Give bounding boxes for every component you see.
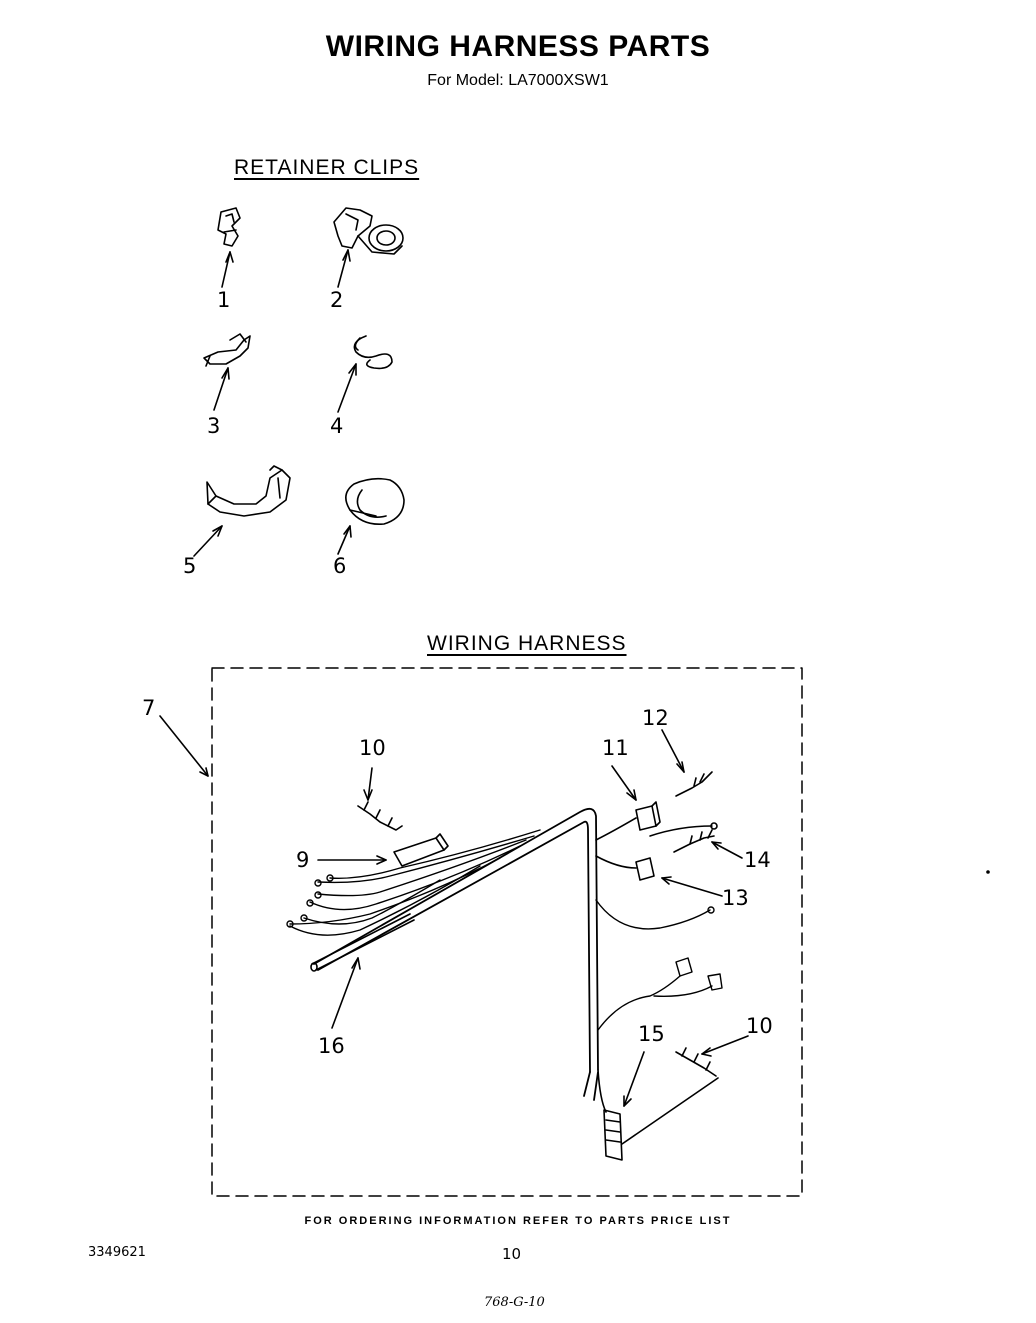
callout-1: 1 xyxy=(217,288,231,312)
leader-line-13 xyxy=(662,878,722,896)
callout-9: 9 xyxy=(296,848,310,872)
leader-line-14 xyxy=(712,842,742,858)
retainer-clip-6-drawing xyxy=(346,479,404,525)
retainer-clip-2-drawing xyxy=(334,208,403,254)
harness-trunk-drawing xyxy=(314,809,598,1100)
leader-line-2 xyxy=(338,250,348,287)
callout-6: 6 xyxy=(333,554,347,578)
leader-line-4 xyxy=(338,364,356,412)
callout-10-right: 10 xyxy=(746,1014,773,1038)
leader-line-7 xyxy=(160,716,208,776)
callout-15: 15 xyxy=(638,1022,665,1046)
leader-line-15 xyxy=(624,1052,644,1106)
callout-4: 4 xyxy=(330,414,344,438)
retainer-clip-1-drawing xyxy=(218,208,240,246)
part-9-connector-drawing xyxy=(394,834,448,866)
part-13-connector-drawing xyxy=(596,856,654,880)
retainer-clip-4-drawing xyxy=(354,336,392,368)
ordering-info-note: FOR ORDERING INFORMATION REFER TO PARTS … xyxy=(304,1215,732,1227)
callout-10-left: 10 xyxy=(359,736,386,760)
part-11-connector-drawing xyxy=(596,802,660,840)
wiring-harness-boundary xyxy=(212,668,802,1196)
handwritten-code: 768-G-10 xyxy=(484,1295,545,1310)
page-number: 10 xyxy=(502,1245,522,1263)
model-subtitle: For Model: LA7000XSW1 xyxy=(427,72,609,89)
part-12-terminal-drawing xyxy=(676,772,712,796)
harness-right-branches xyxy=(596,900,722,1030)
part-16-tube-drawing xyxy=(311,914,414,971)
leader-line-10b xyxy=(702,1036,748,1054)
leader-line-16 xyxy=(332,958,358,1028)
leader-line-1 xyxy=(222,252,230,287)
callout-16: 16 xyxy=(318,1034,345,1058)
stray-mark xyxy=(986,870,990,874)
leader-line-5 xyxy=(194,526,222,556)
callout-13: 13 xyxy=(722,886,749,910)
retainer-clip-5-drawing xyxy=(207,466,290,516)
part-10a-terminal-drawing xyxy=(358,802,402,830)
callout-7: 7 xyxy=(142,696,156,720)
callout-5: 5 xyxy=(183,554,197,578)
leader-line-3 xyxy=(214,368,228,410)
harness-left-branches xyxy=(287,830,540,935)
retainer-clip-3-drawing xyxy=(204,334,250,366)
leader-line-12 xyxy=(662,730,684,772)
document-number: 3349621 xyxy=(88,1245,146,1260)
part-10b-terminal-drawing xyxy=(676,1048,716,1076)
callout-14: 14 xyxy=(744,848,771,872)
leader-line-6 xyxy=(338,526,350,554)
leader-line-10a xyxy=(368,768,372,800)
leader-line-11 xyxy=(612,766,636,800)
page-title: WIRING HARNESS PARTS xyxy=(325,30,711,63)
callout-3: 3 xyxy=(207,414,221,438)
callout-2: 2 xyxy=(330,288,344,312)
callout-12: 12 xyxy=(642,706,669,730)
callout-11: 11 xyxy=(602,736,629,760)
part-15-connector-drawing xyxy=(598,1070,718,1160)
part-14-terminal-drawing xyxy=(650,823,717,852)
retainer-clips-heading: RETAINER CLIPS xyxy=(234,156,420,179)
wiring-harness-heading: WIRING HARNESS xyxy=(427,632,627,655)
